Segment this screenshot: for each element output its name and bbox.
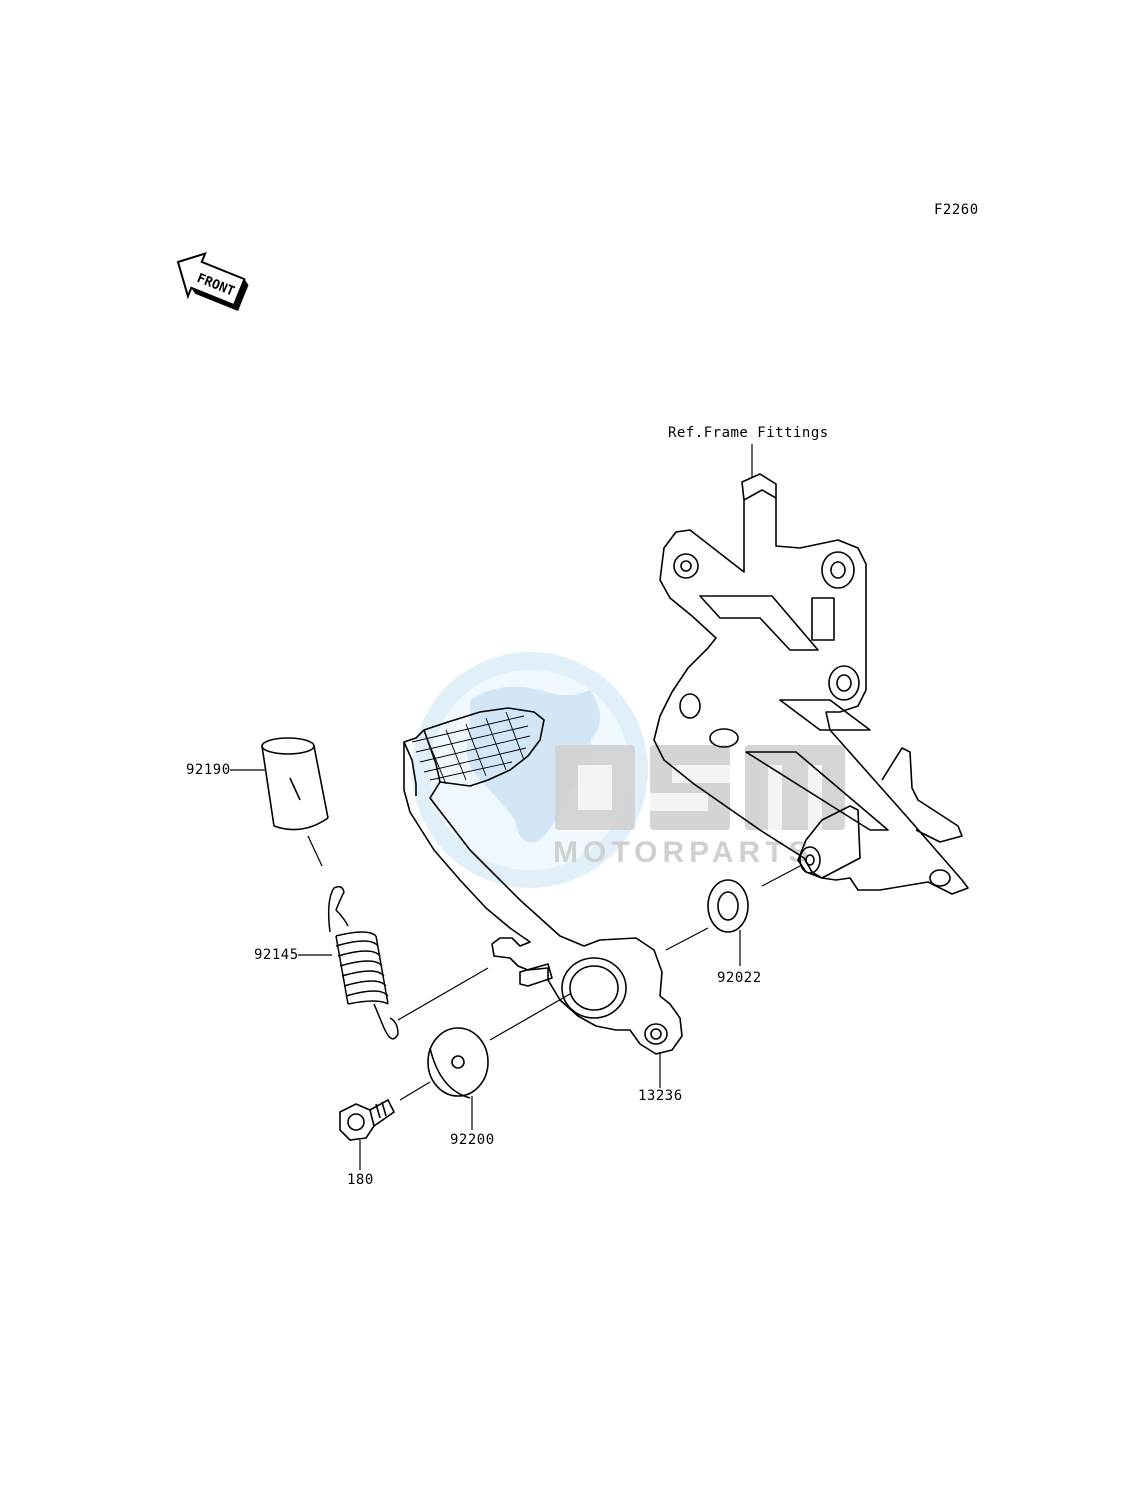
spring-92145 <box>327 885 399 1040</box>
bolt-180 <box>339 1098 396 1141</box>
watermark: MOTORPARTS <box>412 652 845 888</box>
spacer-92190 <box>261 737 329 831</box>
washer-92200 <box>427 1027 489 1099</box>
brake-pedal <box>403 707 683 1055</box>
washer-92022 <box>707 879 749 933</box>
front-arrow-icon: FRONT <box>176 251 249 312</box>
part-number-180[interactable]: 180 <box>347 1172 374 1188</box>
part-number-92145[interactable]: 92145 <box>254 947 299 963</box>
leader-lines <box>230 769 801 1170</box>
part-number-92190[interactable]: 92190 <box>186 762 231 778</box>
frame-bracket <box>653 473 969 895</box>
pedal-grip <box>411 711 531 785</box>
part-number-92200[interactable]: 92200 <box>450 1132 495 1148</box>
ref-frame-fittings-label: Ref.Frame Fittings <box>668 425 829 441</box>
watermark-sub: MOTORPARTS <box>553 836 814 869</box>
figure-code: F2260 <box>934 202 979 218</box>
part-number-13236[interactable]: 13236 <box>638 1088 683 1104</box>
part-number-92022[interactable]: 92022 <box>717 970 762 986</box>
